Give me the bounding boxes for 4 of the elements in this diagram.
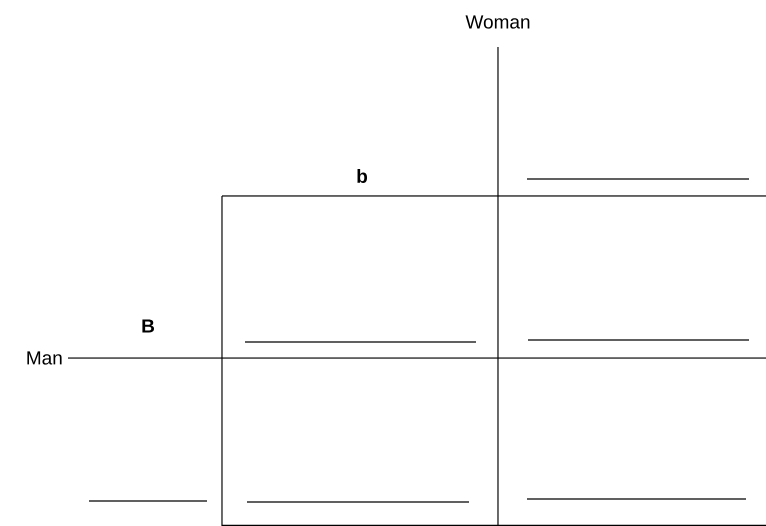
allele-label: b — [357, 169, 368, 183]
axis-label: Woman — [466, 15, 530, 29]
axis-label: Man — [27, 351, 62, 365]
allele-label: B — [142, 319, 154, 333]
